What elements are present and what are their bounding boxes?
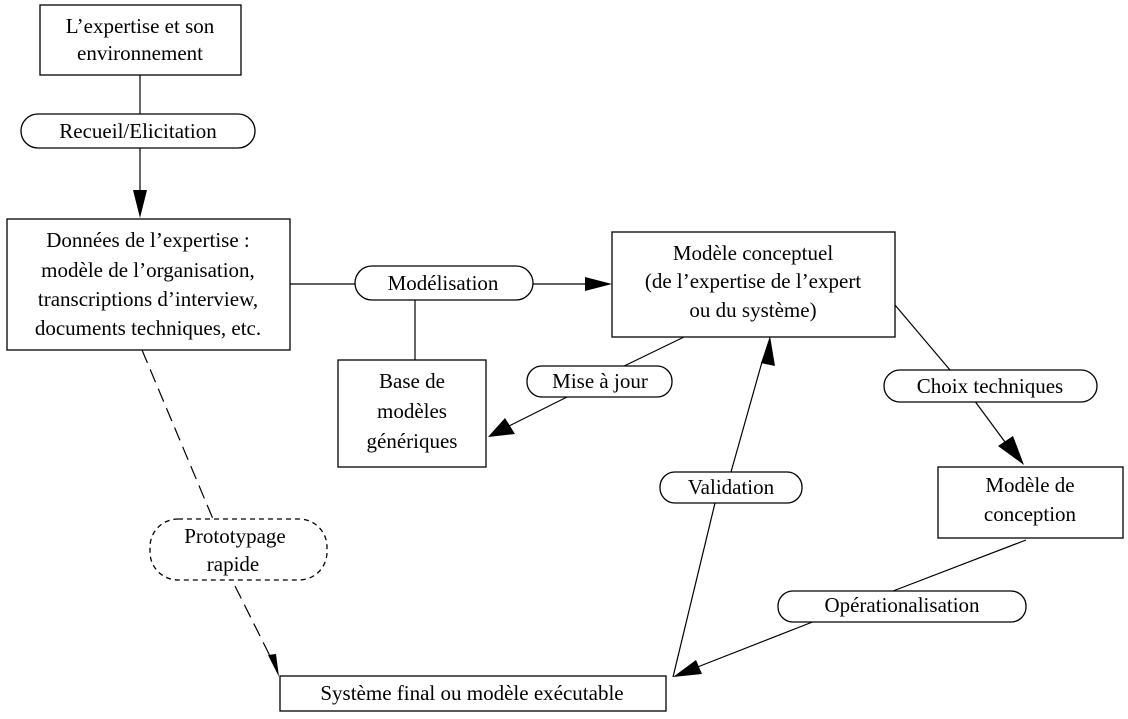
- node-label-line: Base de: [379, 369, 445, 393]
- edge-conceptuel-to-misejour: [619, 336, 685, 369]
- edge-label-text: Prototypage: [184, 524, 285, 548]
- edge-label-text: Validation: [688, 475, 775, 499]
- node-box: [337, 359, 487, 468]
- edge-label-pill: [777, 590, 1027, 623]
- node-label-line: Modèle conceptuel: [673, 241, 834, 265]
- node-label-line: transcriptions d’interview,: [38, 287, 258, 311]
- edge-label-text: Mise à jour: [552, 369, 648, 393]
- edge-label-mise-a-jour[interactable]: Mise à jour: [526, 365, 673, 398]
- edge-validation-to-conceptuel: [730, 361, 763, 473]
- edge-label-text: rapide: [207, 552, 259, 576]
- edge-conception-to-operationalisation: [892, 539, 1027, 592]
- node-expertise-environnement[interactable]: L’expertise et son environnement: [39, 4, 242, 76]
- node-label-line: Système final ou modèle exécutable: [320, 681, 623, 705]
- node-label-line: documents techniques, etc.: [35, 316, 261, 340]
- node-label-line: environnement: [77, 41, 203, 65]
- edge-label-operationalisation[interactable]: Opérationalisation: [777, 590, 1027, 623]
- edge-label-modelisation[interactable]: Modélisation: [354, 265, 534, 301]
- edge-label-text: Recueil/Elicitation: [59, 119, 217, 143]
- arrowhead-to-systeme: [673, 660, 702, 677]
- arrowhead-to-conception: [998, 436, 1024, 465]
- node-label-line: conception: [984, 502, 1077, 526]
- edge-label-text: Opérationalisation: [824, 593, 980, 617]
- node-modele-conception[interactable]: Modèle de conception: [937, 466, 1124, 539]
- edge-label-prototypage-rapide[interactable]: Prototypage rapide: [149, 518, 328, 581]
- edge-misejour-to-base: [504, 396, 568, 429]
- node-modele-conceptuel[interactable]: Modèle conceptuel (de l’expertise de l’e…: [611, 231, 896, 338]
- edge-label-pill-dashed: [149, 518, 328, 581]
- arrowhead-to-conceptuel: [585, 277, 612, 291]
- node-box: [39, 4, 242, 76]
- edge-label-pill: [20, 113, 256, 149]
- node-label-line: Modèle de: [985, 473, 1074, 497]
- arrowhead-to-conceptuel-validation: [761, 336, 775, 366]
- node-label-line: ou du système): [689, 298, 816, 322]
- node-donnees-expertise[interactable]: Données de l’expertise : modèle de l’org…: [6, 218, 291, 351]
- node-box: [279, 675, 667, 712]
- node-label-line: modèle de l’organisation,: [41, 258, 255, 282]
- node-label-line: modèles: [377, 399, 447, 423]
- node-box: [937, 466, 1124, 539]
- edge-label-recueil[interactable]: Recueil/Elicitation: [20, 113, 256, 149]
- node-label-line: (de l’expertise de l’expert: [645, 269, 861, 293]
- node-label-line: L’expertise et son: [66, 14, 215, 38]
- edge-label-text: Choix techniques: [917, 374, 1063, 398]
- edge-operationalisation-to-systeme: [694, 620, 816, 669]
- edge-conceptuel-to-choix: [894, 304, 951, 371]
- node-box: [6, 218, 291, 351]
- edge-label-choix-techniques[interactable]: Choix techniques: [883, 369, 1098, 403]
- edge-donnees-to-prototypage: [141, 349, 214, 520]
- edge-systeme-to-validation: [672, 502, 716, 678]
- edge-prototypage-to-systeme: [234, 585, 273, 661]
- arrowhead-to-base: [488, 418, 515, 437]
- edge-label-validation[interactable]: Validation: [659, 471, 803, 504]
- edge-label-text: Modélisation: [388, 271, 499, 295]
- node-box: [611, 231, 896, 338]
- node-label-line: Données de l’expertise :: [46, 228, 250, 252]
- arrowhead-to-donnees: [133, 190, 147, 218]
- edge-label-pill: [659, 471, 803, 504]
- node-systeme-final[interactable]: Système final ou modèle exécutable: [279, 675, 667, 712]
- node-base-modeles-generiques[interactable]: Base de modèles génériques: [337, 359, 487, 468]
- edge-choix-to-conception: [973, 399, 1006, 443]
- node-label-line: génériques: [367, 429, 458, 453]
- edge-label-pill: [526, 365, 673, 398]
- edge-label-pill: [883, 369, 1098, 403]
- arrowhead-to-systeme-dashed: [268, 654, 279, 677]
- edge-label-pill: [354, 265, 534, 301]
